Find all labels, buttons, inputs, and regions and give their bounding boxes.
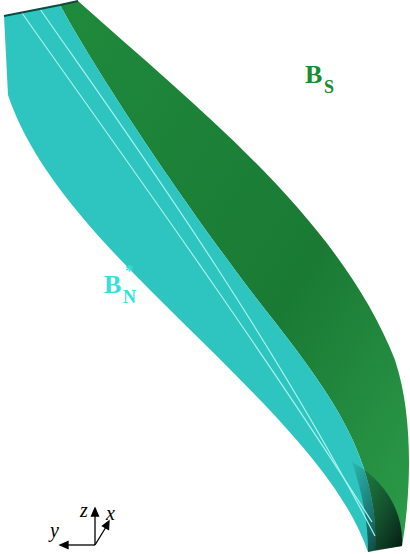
surface-subscript: S	[324, 78, 334, 96]
pressure-surface	[4, 5, 375, 552]
span-line	[22, 13, 372, 522]
axis-label: x	[106, 503, 115, 523]
surface-superscript: *	[125, 262, 134, 279]
surface-subscript: N	[123, 288, 136, 306]
span-line	[40, 9, 375, 536]
axis-label: y	[50, 520, 59, 540]
surface-label: B	[305, 62, 322, 88]
surface-label: B	[104, 272, 121, 298]
top-edge	[4, 1, 78, 16]
axis-label: z	[80, 500, 88, 520]
